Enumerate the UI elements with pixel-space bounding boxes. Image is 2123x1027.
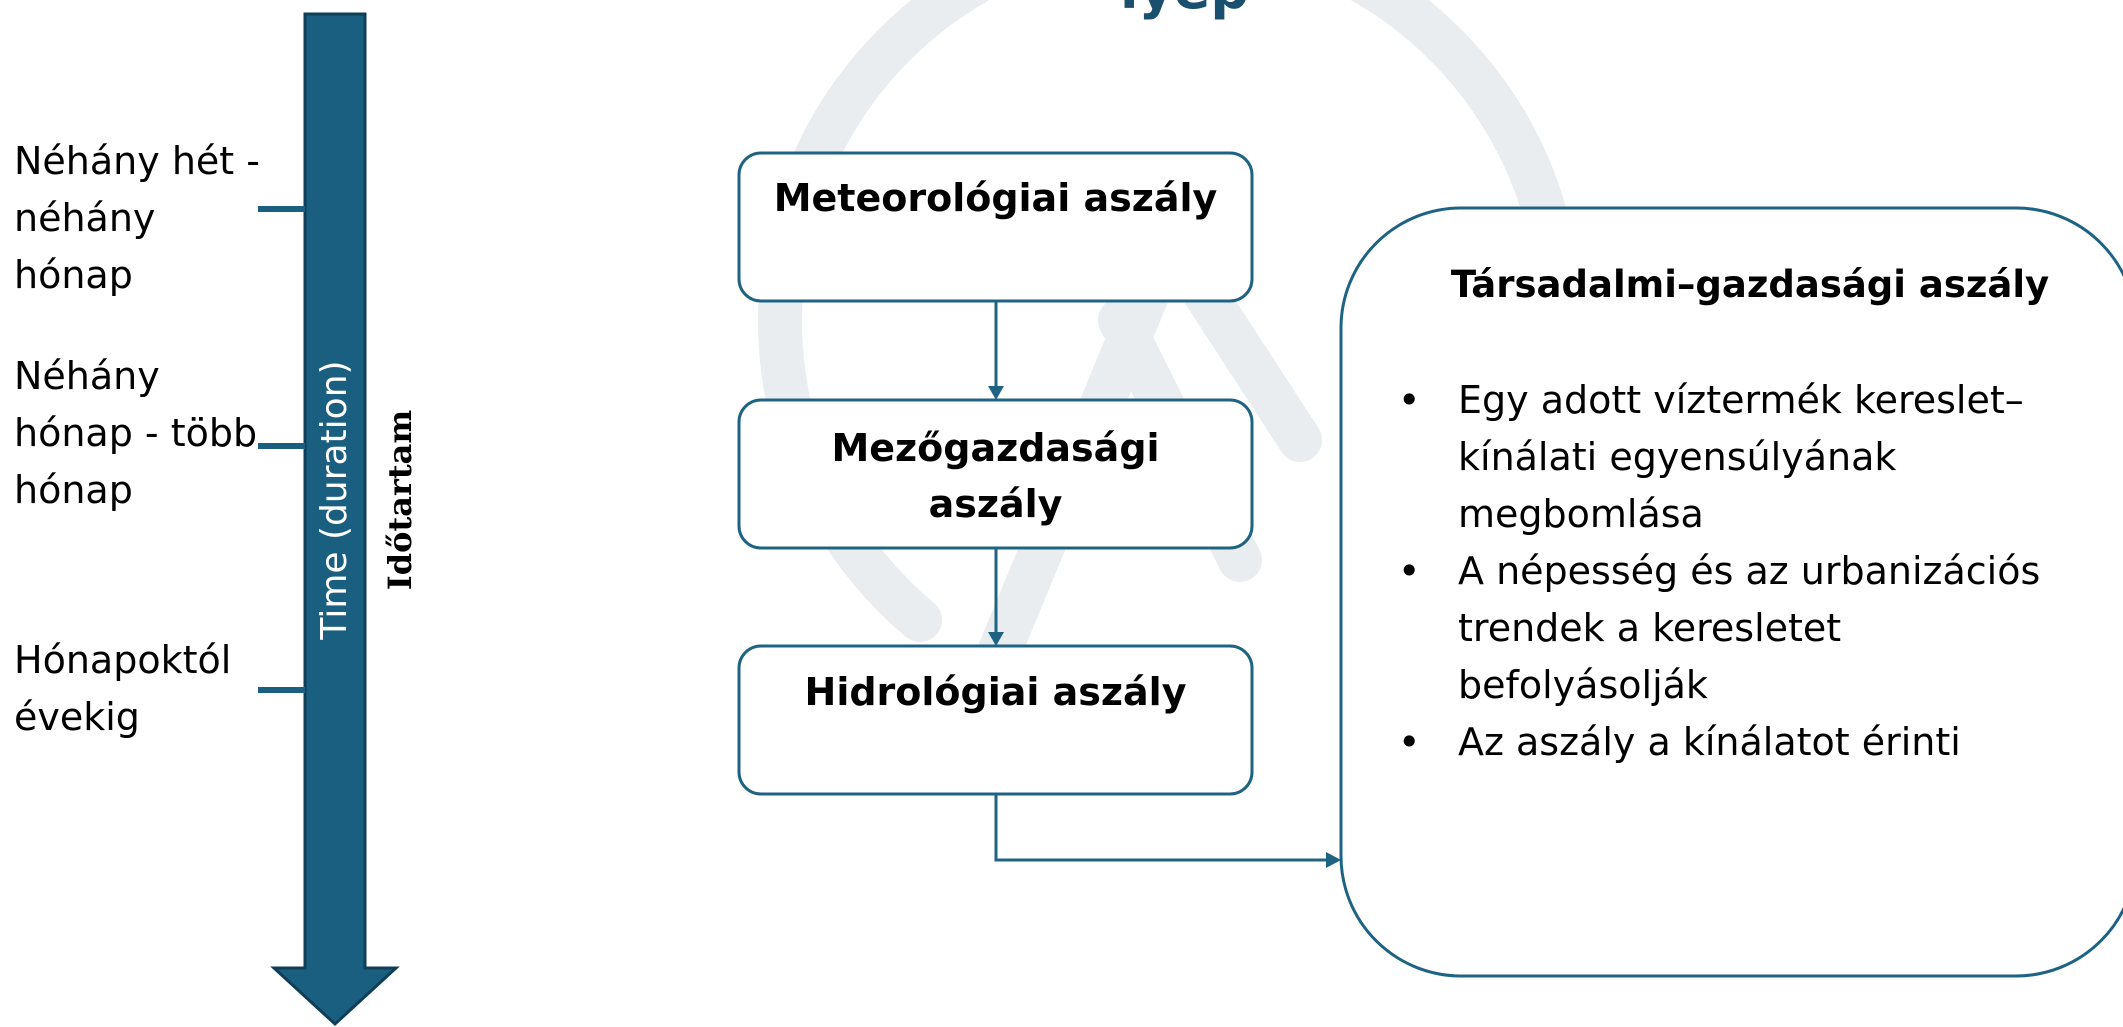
- bullet-line: megbomlása: [1458, 492, 1704, 536]
- arrowhead-agri: [988, 386, 1004, 400]
- timeline-label-line: Néhány hét -: [14, 139, 260, 183]
- timeline-label-line: hónap: [14, 468, 133, 512]
- timeline-label-line: hónap: [14, 253, 133, 297]
- timeline-label-line: hónap - több: [14, 411, 258, 455]
- bullet-item: Az aszály a kínálatot érinti: [1398, 714, 2110, 771]
- bullet-line: A népesség és az urbanizációs: [1458, 549, 2041, 593]
- socioeconomic-title: Társadalmi–gazdasági aszály: [1450, 263, 2050, 306]
- bullet-line: trendek a keresletet: [1458, 606, 1842, 650]
- bullet-item: A népesség és az urbanizációs trendek a …: [1398, 543, 2110, 714]
- flow-connectors: [994, 301, 1328, 862]
- agricultural-title: Mezőgazdasági aszály: [739, 420, 1252, 532]
- timeline-label-line: néhány: [14, 196, 156, 240]
- timeline-arrow: [270, 12, 400, 1027]
- agricultural-title-line: Mezőgazdasági: [831, 426, 1160, 470]
- socioeconomic-bullet-list: Egy adott víztermék kereslet– kínálati e…: [1398, 372, 2110, 771]
- arrowhead-hydro: [988, 632, 1004, 646]
- connector-hydro-to-socio: [994, 794, 1328, 862]
- timeline-label-line: évekig: [14, 695, 140, 739]
- timeline-label-weeks-months: Néhány hét - néhány hónap: [14, 133, 274, 304]
- bullet-line: kínálati egyensúlyának: [1458, 435, 1897, 479]
- bullet-line: Egy adott víztermék kereslet–: [1458, 378, 2024, 422]
- bullet-item: Egy adott víztermék kereslet– kínálati e…: [1398, 372, 2110, 543]
- page-title-fragment: lyep: [1120, 0, 1249, 21]
- bullet-line: Az aszály a kínálatot érinti: [1458, 720, 1961, 764]
- agricultural-title-line: aszály: [928, 482, 1063, 526]
- timeline-axis-label-en: Time (duration): [314, 360, 355, 640]
- timeline-label-line: Néhány: [14, 354, 160, 398]
- timeline-label-months-years: Hónapoktól évekig: [14, 632, 274, 746]
- hydrological-title: Hidrológiai aszály: [804, 670, 1187, 714]
- meteorological-title: Meteorológiai aszály: [773, 176, 1218, 220]
- timeline-axis-label-hu: Időtartam: [381, 409, 419, 591]
- timeline-label-months-more: Néhány hónap - több hónap: [14, 348, 294, 519]
- arrowhead-socio: [1326, 852, 1341, 868]
- bullet-line: befolyásolják: [1458, 663, 1708, 707]
- timeline-label-line: Hónapoktól: [14, 638, 232, 682]
